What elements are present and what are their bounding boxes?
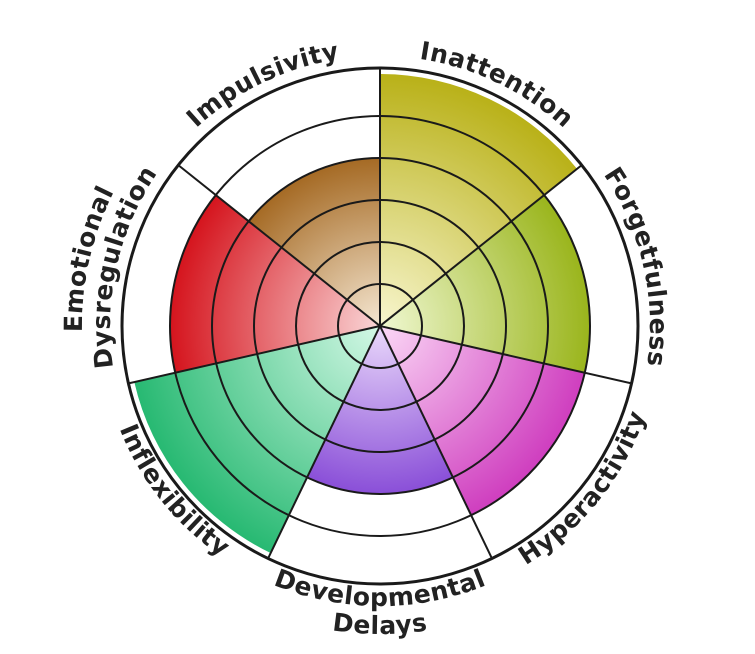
spoke-7 bbox=[177, 164, 381, 327]
spoke-3 bbox=[379, 325, 632, 385]
segment-fill-emotional-dysregulation bbox=[170, 195, 380, 373]
spoke-4 bbox=[379, 325, 493, 559]
spoke-2 bbox=[379, 164, 583, 327]
segment-label-forgetfulness: Forgetfulness bbox=[598, 162, 673, 369]
spoke-6 bbox=[128, 325, 381, 385]
segment-fill-impulsivity bbox=[248, 158, 380, 326]
segment-label-impulsivity: Impulsivity bbox=[181, 36, 341, 132]
segment-label-developmental-delays-line-1: Developmental bbox=[271, 563, 489, 612]
segment-label-developmental-delays-line-2: Delays bbox=[331, 608, 429, 641]
spoke-5 bbox=[267, 325, 381, 559]
segment-fill-forgetfulness bbox=[380, 195, 590, 373]
spoke-lines bbox=[128, 68, 632, 559]
segment-fill-inattention bbox=[380, 74, 578, 326]
